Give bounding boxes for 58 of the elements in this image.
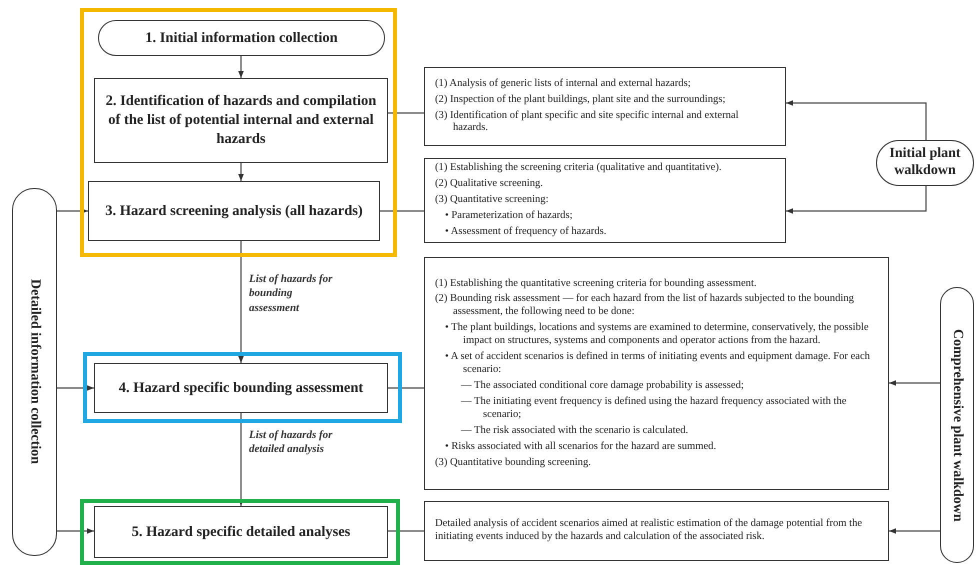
list-item-text: • The plant buildings, locations and systems are examined to determine, conservatively, the possible impact on structures, systems and components and operator actions from the hazard.	[444, 322, 870, 348]
list-item-text: (2) Inspection of the plant buildings, plant site and the surroundings;	[435, 94, 726, 106]
side-terminal	[12, 188, 57, 556]
list-item-text: (2) Qualitative screening.	[435, 178, 544, 192]
arrow	[889, 528, 940, 534]
node-label: 1. Initial information collection	[145, 28, 338, 48]
node-label: 5. Hazard specific detailed analyses	[132, 522, 350, 542]
edge-label: List of hazards for bounding assessment	[249, 272, 334, 315]
list-item-text: (3) Quantitative screening:	[435, 194, 550, 207]
start-terminal	[98, 20, 385, 56]
node-label: 2. Identification of hazards and compilation of the list of potential internal and external hazards	[105, 92, 377, 149]
list-item-text: (3) Quantitative bounding screening.	[435, 456, 592, 470]
side-terminal	[940, 287, 974, 563]
node-label: 4. Hazard specific bounding assessment	[118, 378, 364, 398]
arrow	[889, 380, 940, 386]
arrow	[786, 100, 927, 140]
edge-label: List of hazards for detailed analysis	[249, 428, 334, 457]
arrow	[57, 208, 88, 214]
description-box	[424, 67, 786, 146]
list-item-text: (1) Establishing the quantitative screening criteria for bounding assessment.	[435, 278, 758, 290]
node-label: Detailed information collection	[26, 279, 42, 465]
arrow	[57, 528, 94, 534]
description-box	[424, 501, 889, 561]
list-item-text: (2) Bounding risk assessment — for each hazard from the list of hazards subjected to the bounding assessment, the following need to be done:	[435, 293, 855, 320]
arrow	[238, 241, 244, 363]
list-item-text: (1) Analysis of generic lists of internal and external hazards;	[435, 78, 692, 91]
connector-line	[388, 530, 424, 532]
process-box	[94, 78, 388, 163]
highlight-frame	[80, 499, 400, 565]
process-box	[88, 181, 380, 241]
side-terminal	[876, 140, 974, 186]
list-item-text: (1) Establishing the screening criteria (qualitative and quantitative).	[435, 162, 723, 176]
arrow	[57, 385, 94, 391]
list-item-text: — The associated conditional core damage probability is assessed;	[460, 380, 745, 393]
list-item-text: • Risks associated with all scenarios for the hazard are summed.	[444, 440, 718, 454]
process-box	[94, 363, 388, 413]
arrow	[786, 186, 927, 214]
connector-line	[380, 210, 424, 212]
node-label: 3. Hazard screening analysis (all hazards)	[105, 202, 363, 220]
highlight-frame	[83, 352, 402, 423]
description-box	[424, 257, 889, 490]
arrow	[238, 163, 244, 181]
list-item-text: • A set of accident scenarios is defined in terms of initiating events and equipment damage. For each scenario:	[444, 351, 871, 377]
list-item-text: Detailed analysis of accident scenarios aimed at realistic estimation of the damage potential from the initiating events induced by the hazards and calculation of the associated risk.	[435, 518, 864, 544]
arrow	[238, 56, 244, 78]
list-item-text: (3) Identification of plant specific and site specific internal and external hazards.	[435, 110, 740, 136]
list-item-text: • Parameterization of hazards;	[444, 210, 574, 223]
list-item-text: — The initiating event frequency is defined using the hazard frequency associated with the scenario;	[460, 396, 848, 422]
list-item-text: — The risk associated with the scenario is calculated.	[460, 424, 690, 438]
node-label: Comprehensive plant walkdown	[949, 328, 965, 522]
connector-line	[388, 387, 424, 389]
node-label: Initial plant walkdown	[888, 146, 962, 180]
process-box	[94, 506, 388, 558]
list-item-text: • Assessment of frequency of hazards.	[444, 226, 608, 239]
description-box	[424, 158, 786, 243]
arrow	[238, 413, 244, 506]
highlight-frame	[80, 8, 397, 257]
connector-line	[388, 112, 424, 114]
